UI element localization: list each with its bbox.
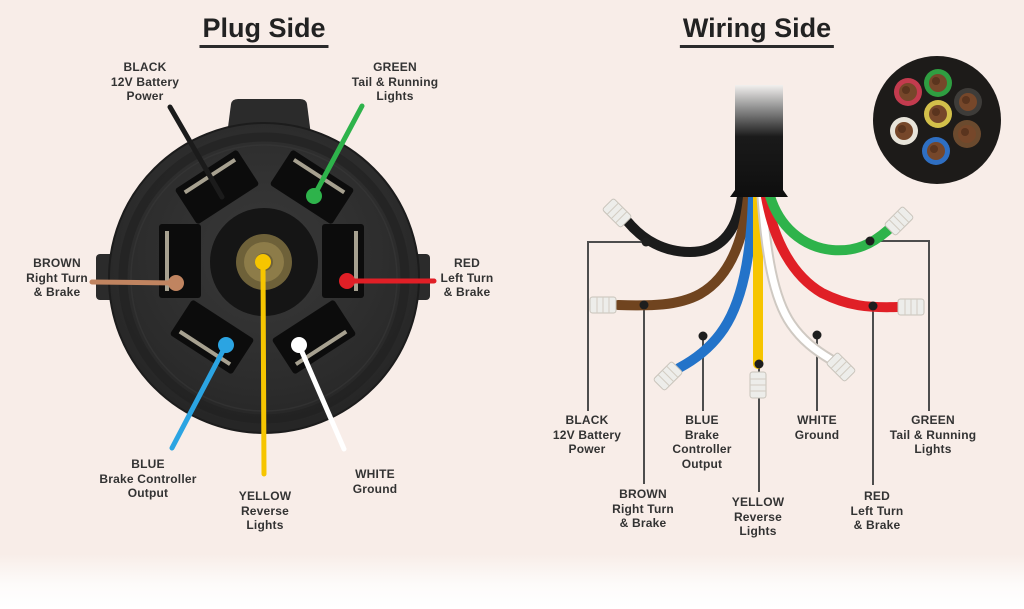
- plug-label-green: GREEN Tail & Running Lights: [351, 60, 439, 103]
- terminal-red: [897, 298, 925, 316]
- cable-jacket: [730, 85, 788, 197]
- dot-white: [812, 330, 822, 340]
- plug-side-graphic: [89, 99, 437, 477]
- plug-label-white: WHITE Ground: [352, 467, 398, 496]
- black-pointer: [167, 104, 225, 200]
- pin-slot-bottom-right: [272, 300, 356, 374]
- plug-pointers: [89, 103, 437, 477]
- wiring-label-blue: BLUE Brake Controller Output: [672, 413, 732, 471]
- white-wire: [758, 193, 834, 363]
- blue-wire: [674, 192, 758, 373]
- green-pointer: [311, 103, 365, 199]
- terminal-brown: [589, 296, 617, 314]
- plug-label-yellow: YELLOW Reverse Lights: [238, 489, 292, 532]
- wiring-side-graphic: [587, 56, 1001, 492]
- wiring-label-brown: BROWN Right Turn & Brake: [612, 487, 674, 530]
- green-pin-dot: [306, 188, 322, 204]
- yellow-pin-dot: [255, 254, 271, 270]
- terminal-blue: [653, 361, 683, 391]
- white-pointer: [296, 342, 347, 452]
- plug-pointer-dots: [168, 188, 355, 353]
- harness-wires: [613, 191, 903, 373]
- plug-label-red: RED Left Turn & Brake: [440, 256, 494, 299]
- terminal-green: [884, 206, 914, 236]
- yellow-pointer: [260, 260, 267, 477]
- leader-green: [870, 240, 930, 411]
- blue-pin-dot: [218, 337, 234, 353]
- white-pin-dot: [291, 337, 307, 353]
- plug-label-black: BLACK 12V Battery Power: [110, 60, 180, 103]
- red-pin-dot: [339, 273, 355, 289]
- dot-blue: [698, 331, 708, 341]
- wiring-label-yellow: YELLOW Reverse Lights: [731, 495, 785, 538]
- wiring-label-red: RED Left Turn & Brake: [850, 489, 904, 532]
- pin-slot-top-right: [270, 150, 354, 224]
- plug-label-blue: BLUE Brake Controller Output: [99, 457, 197, 500]
- wiring-side-title: Wiring Side: [679, 13, 835, 48]
- wiring-label-white: WHITE Ground: [794, 413, 840, 442]
- dot-black: [641, 237, 651, 247]
- terminal-black: [602, 198, 632, 228]
- wiring-label-black: BLACK 12V Battery Power: [552, 413, 622, 456]
- brown-pointer: [89, 279, 179, 286]
- terminal-yellow: [749, 371, 767, 399]
- black-wire: [623, 192, 747, 258]
- dot-yellow: [754, 359, 764, 369]
- terminal-white: [826, 352, 856, 382]
- plug-side-title: Plug Side: [199, 13, 329, 48]
- leader-dots: [639, 236, 878, 369]
- plug-label-brown: BROWN Right Turn & Brake: [26, 256, 88, 299]
- brown-pin-dot: [168, 275, 184, 291]
- cross-section-wires: [890, 69, 982, 165]
- blue-pointer: [169, 342, 229, 451]
- cable-cross-section: [873, 56, 1001, 184]
- leader-black: [587, 241, 646, 411]
- wiring-label-green: GREEN Tail & Running Lights: [889, 413, 977, 456]
- dot-green: [865, 236, 875, 246]
- dot-brown: [639, 300, 649, 310]
- dot-red: [868, 301, 878, 311]
- wire-terminals: [589, 198, 925, 399]
